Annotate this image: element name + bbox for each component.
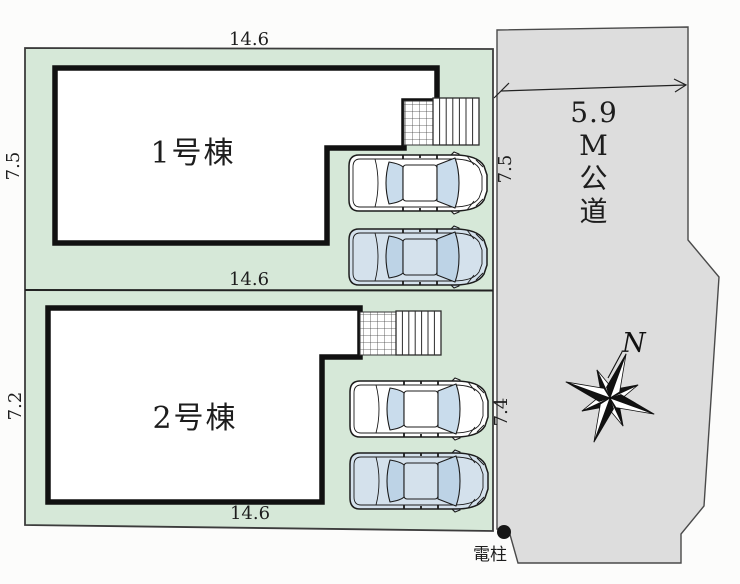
building-2-porch [359, 311, 397, 356]
dimension-right-lower-depth: 7.4 [491, 397, 512, 427]
compass-rose: N [565, 328, 655, 443]
dimension-right-upper-depth: 7.5 [495, 154, 516, 184]
dimension-middle-width: 14.6 [228, 269, 270, 290]
building-1-porch [403, 100, 435, 146]
car-2-top-view [348, 225, 488, 289]
car-4-top-view [349, 449, 489, 513]
utility-pole-dot [497, 525, 511, 539]
car-3-top-view [349, 377, 489, 441]
road-width-dimension-line [493, 78, 688, 99]
road-label: 5.9 M 公 道 [558, 96, 630, 228]
compass-needle-line [607, 351, 623, 379]
utility-pole-label: 電柱 [473, 545, 507, 565]
road-label-line-3: 公 [579, 162, 609, 195]
dimension-left-upper-depth: 7.5 [3, 151, 24, 181]
dimension-top-width: 14.6 [228, 29, 270, 50]
north-label: N [621, 328, 647, 359]
building-1-outline [52, 65, 440, 246]
building-2-entrance-stairs [395, 310, 442, 356]
unit-2-label: 2号棟 [152, 401, 238, 436]
building-2-outline [45, 305, 363, 505]
road-label-line-1: 5.9 [570, 96, 618, 129]
unit-1-label: 1号棟 [150, 136, 236, 171]
lot-divider-line [24, 289, 494, 292]
dimension-bottom-width: 14.6 [229, 503, 271, 524]
road-label-line-2: M [579, 129, 609, 162]
car-1-top-view [348, 151, 488, 215]
building-1-entrance-stairs [432, 97, 480, 146]
road-label-line-4: 道 [579, 195, 609, 228]
dimension-left-lower-depth: 7.2 [5, 391, 26, 421]
